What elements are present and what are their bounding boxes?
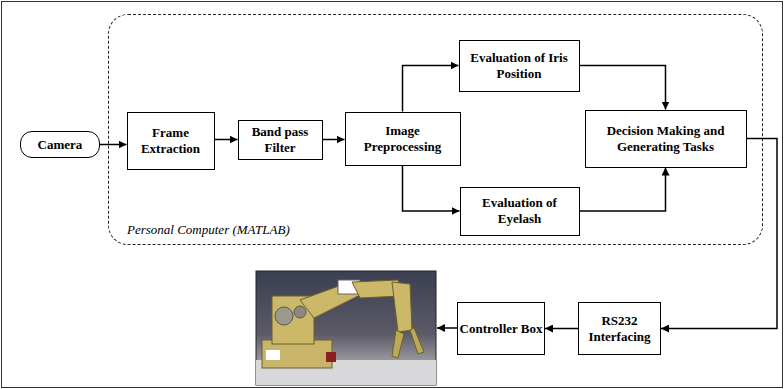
flow-arrow: [580, 168, 666, 212]
decision-box: Decision Making and Generating Tasks: [585, 110, 747, 168]
box-label: Evaluation of Iris Position: [460, 50, 579, 81]
process-box: Band pass Filter: [238, 120, 323, 160]
flow-arrow: [403, 66, 459, 112]
hardware-box: Controller Box: [457, 302, 545, 355]
region-label: Personal Computer (MATLAB): [127, 222, 290, 238]
process-box: Image Preprocessing: [345, 112, 461, 166]
box-label: Controller Box: [460, 321, 543, 337]
flow-arrow: [545, 328, 578, 330]
flow-arrow: [403, 166, 460, 212]
box-label: Band pass Filter: [239, 124, 322, 155]
interface-box: RS232 Interfacing: [578, 302, 661, 355]
process-box: Evaluation of Iris Position: [459, 40, 580, 92]
process-box: Evaluation of Eyelash: [460, 187, 580, 236]
flow-arrow: [215, 139, 238, 141]
box-label: Evaluation of Eyelash: [461, 195, 579, 226]
box-label: Camera: [38, 137, 83, 153]
box-label: Image Preprocessing: [346, 123, 460, 154]
flow-arrow: [580, 66, 666, 110]
box-label: Decision Making and Generating Tasks: [586, 123, 746, 154]
robot-photo: [256, 271, 436, 385]
input-box: Camera: [20, 131, 100, 158]
box-label: RS232 Interfacing: [579, 313, 660, 344]
process-box: Frame Extraction: [127, 112, 215, 170]
system-boundary: Personal Computer (MATLAB) Frame Extracti…: [108, 14, 763, 245]
flow-arrow: [323, 139, 345, 141]
box-label: Frame Extraction: [128, 125, 214, 156]
flow-arrow: [100, 144, 127, 146]
